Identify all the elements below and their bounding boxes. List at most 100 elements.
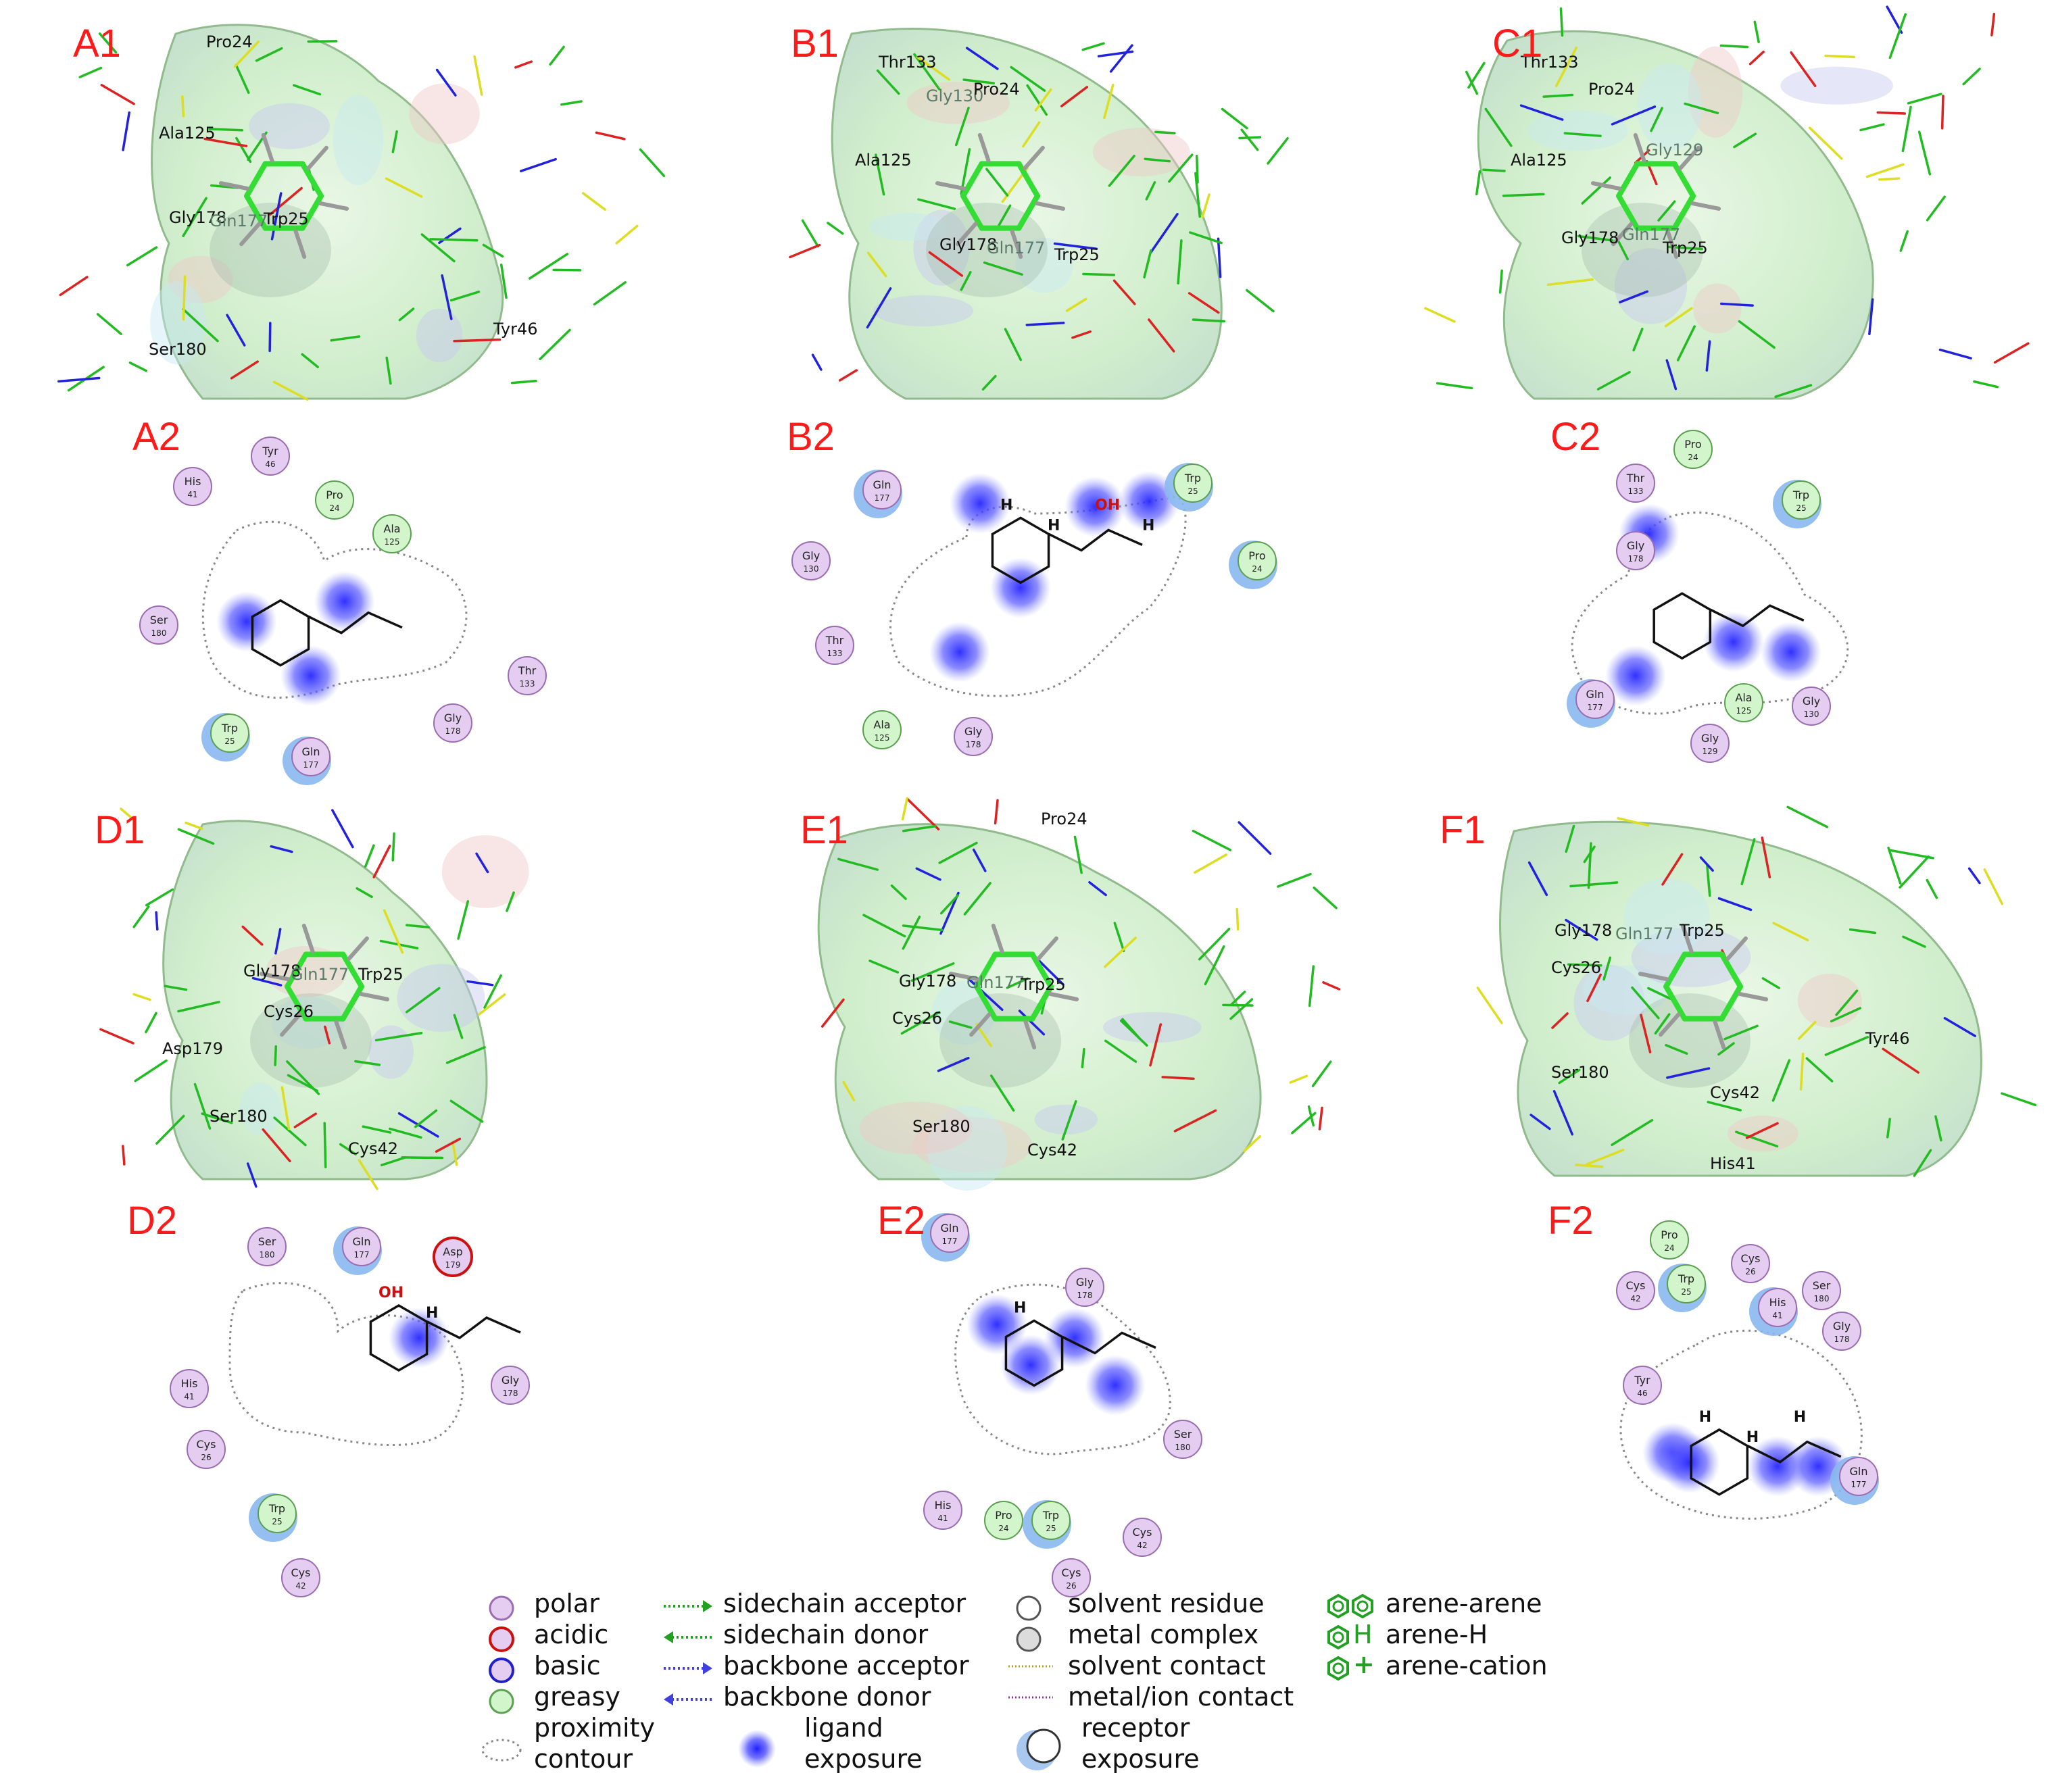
ligand-bond — [1616, 193, 1640, 231]
residue-stick — [1772, 922, 1809, 942]
residue-stick — [1025, 322, 1065, 326]
residue-name: Pro — [1684, 438, 1701, 451]
legend-metal-ion-contact: metal/ion contact — [1068, 1682, 1294, 1712]
residue-stick — [985, 168, 1009, 197]
surface-patch — [1573, 964, 1645, 1041]
residue-number: 41 — [187, 490, 197, 499]
residue-stick — [868, 960, 899, 974]
residue-stick — [182, 275, 187, 321]
residue-stick — [1229, 991, 1246, 1006]
residue-cys42: Cys42 — [281, 1558, 320, 1597]
residue-disc — [1792, 687, 1831, 726]
residue-his41: His41 — [923, 1491, 962, 1530]
residue-stick — [230, 360, 259, 380]
residue-stick — [963, 882, 992, 916]
residue-stick — [1053, 242, 1098, 251]
residue-name: Thr — [518, 664, 537, 677]
residue-stick — [1640, 1014, 1652, 1053]
ligand-exposure — [1119, 471, 1179, 532]
residue-stick — [59, 276, 89, 297]
residue-label: Gly129 — [1646, 141, 1703, 159]
residue-label: Asp179 — [162, 1039, 223, 1058]
ligand-bond — [1663, 951, 1688, 989]
residue-number: 26 — [1066, 1581, 1076, 1591]
residue-stick — [1917, 130, 1932, 176]
residue-number: 178 — [503, 1389, 518, 1398]
residue-stick — [435, 1137, 462, 1153]
residue-stick — [821, 998, 845, 1028]
residue-stick — [1798, 1020, 1817, 1040]
residue-stick — [1786, 805, 1829, 828]
residue-disc — [342, 1227, 381, 1266]
residue-number: 178 — [1834, 1335, 1850, 1344]
residue-stick — [453, 338, 501, 343]
residue-number: 125 — [385, 537, 400, 547]
residue-gly178: Gly178 — [1822, 1312, 1861, 1351]
residue-label: Ser180 — [912, 1117, 971, 1136]
residue-stick — [274, 1045, 277, 1066]
residue-stick — [1830, 1007, 1862, 1023]
ligand-bond — [1671, 193, 1696, 231]
protein-surface — [151, 24, 504, 400]
residue-stick — [1519, 104, 1564, 121]
residue-stick — [120, 807, 136, 822]
residue-disc — [1667, 1264, 1706, 1303]
surface-patch — [1614, 248, 1688, 324]
residue-label: Gly178 — [1561, 228, 1619, 247]
ligand-exposure — [990, 557, 1051, 618]
residue-stick — [1277, 872, 1312, 888]
legend-proximity: proximity — [534, 1713, 655, 1743]
residue-gln177: Gln177 — [921, 1213, 970, 1262]
residue-number: 26 — [1745, 1267, 1755, 1276]
legend-proximity-swatch — [481, 1739, 522, 1762]
residue-number: 129 — [1703, 747, 1718, 756]
residue-trp25: Trp25 — [249, 1493, 297, 1542]
residue-stick — [1559, 7, 1564, 37]
residue-stick — [457, 900, 470, 940]
residue-label: Gln177 — [966, 973, 1025, 992]
residue-number: 24 — [1664, 1243, 1674, 1253]
residue-cys42: Cys42 — [1123, 1518, 1162, 1557]
residue-disc — [251, 437, 290, 476]
residue-stick — [1738, 320, 1776, 349]
residue-stick — [910, 962, 955, 982]
residue-stick — [155, 911, 159, 931]
ligand-hydrogen — [347, 936, 369, 961]
residue-stick — [1849, 928, 1877, 935]
legend-receptor: receptor — [1081, 1713, 1190, 1743]
residue-label: Trp25 — [1662, 239, 1708, 257]
residue-stick — [193, 1082, 212, 1130]
surface-patch — [859, 1101, 973, 1155]
ligand-chain — [1048, 528, 1143, 552]
residue-stick — [362, 1125, 392, 1134]
residue-stick — [99, 1028, 134, 1045]
ligand-hydrogen — [334, 1020, 347, 1050]
residue-number: 42 — [1630, 1294, 1640, 1303]
residue-stick — [994, 799, 999, 825]
residue-stick — [1018, 1010, 1046, 1036]
residue-number: 125 — [1736, 706, 1752, 716]
residue-stick — [1665, 1044, 1688, 1055]
residue-stick — [1198, 927, 1231, 961]
legend-arene-h-glyph: H — [1353, 1620, 1373, 1649]
residue-stick — [185, 821, 203, 830]
residue-stick — [1217, 237, 1222, 278]
legend-receptor-swatch — [1017, 1728, 1061, 1770]
label-d1: D1 — [95, 808, 145, 852]
residue-number: 26 — [201, 1453, 211, 1462]
surface-patch — [869, 213, 948, 241]
residue-name: Thr — [1626, 472, 1645, 484]
residue-stick — [837, 857, 879, 871]
ligand-bond — [1016, 193, 1040, 231]
surface-patch — [150, 281, 206, 365]
residue-number: 177 — [875, 493, 890, 503]
residue-stick — [1664, 307, 1693, 328]
residue-stick — [983, 261, 1023, 276]
legend-arene-cation: arene-cation — [1386, 1651, 1548, 1681]
residue-number: 41 — [937, 1514, 948, 1523]
legend-metal-complex: metal complex — [1068, 1620, 1259, 1649]
residue-disc — [1724, 683, 1763, 722]
ligand-ring — [1690, 1428, 1749, 1496]
